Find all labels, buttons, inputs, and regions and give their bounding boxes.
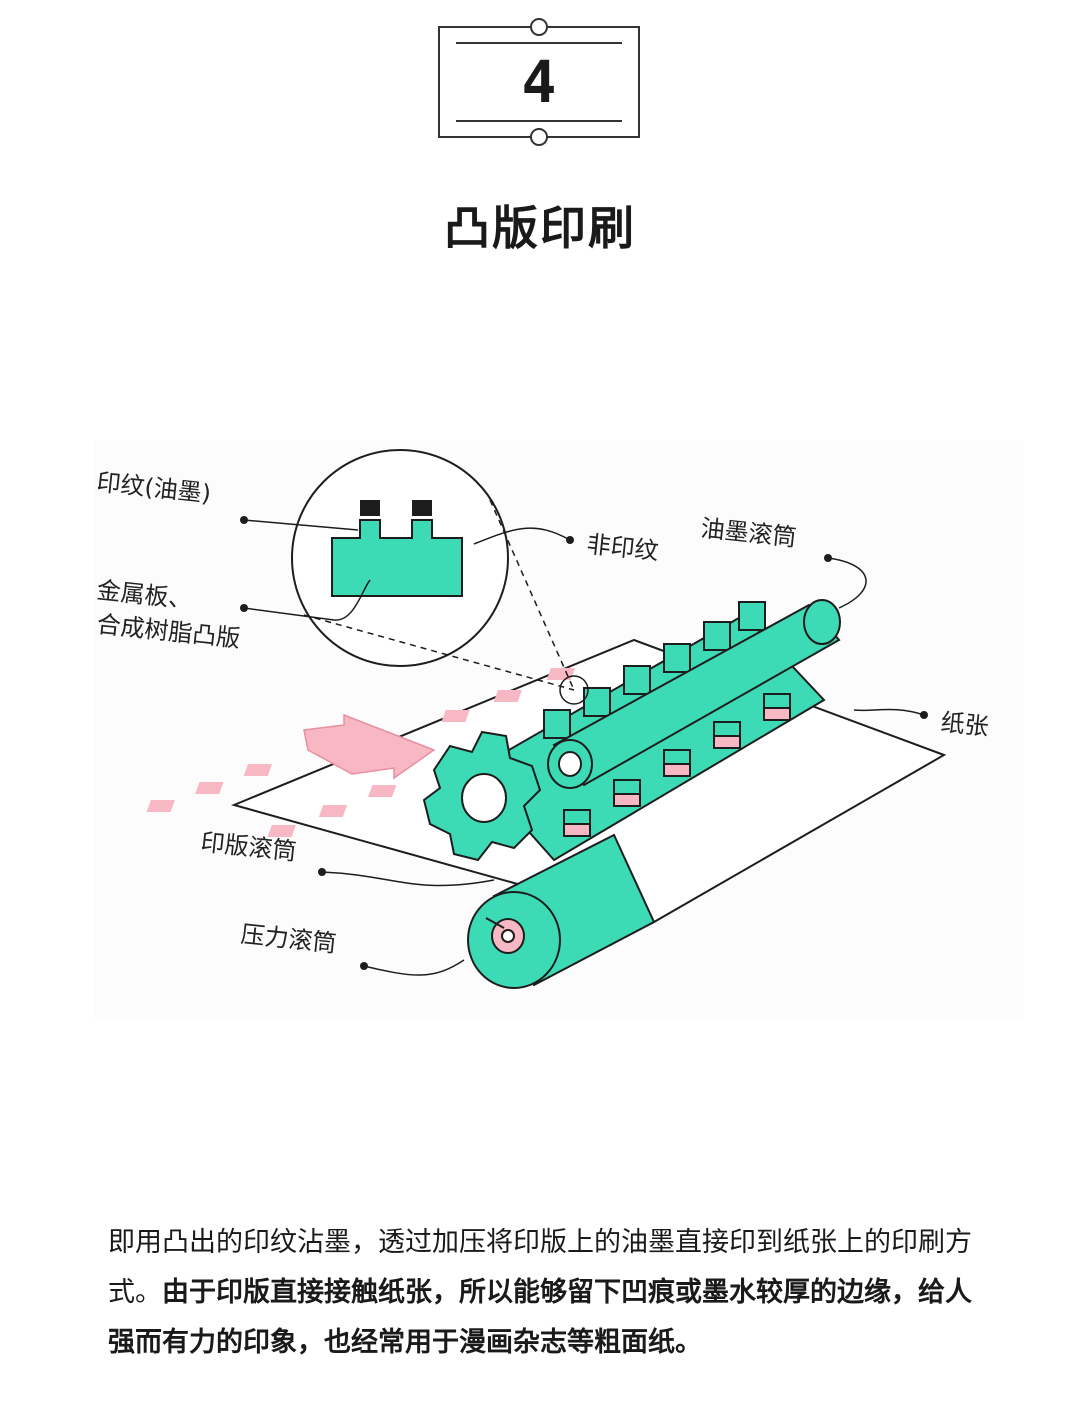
step-number-badge: 4 xyxy=(438,18,640,146)
label-plate-line1: 金属板、 xyxy=(95,576,193,614)
badge-top-line xyxy=(456,42,622,44)
diagram-svg: 印纹(油墨) 非印纹 油墨滚筒 金属板、 合成树脂凸版 纸张 印版滚筒 压力滚筒 xyxy=(95,449,990,989)
magnifier-detail xyxy=(291,449,589,705)
label-ink-pattern: 印纹(油墨) xyxy=(95,468,212,508)
description-text: 即用凸出的印纹沾墨，透过加压将印版上的油墨直接印到纸张上的印刷方式。由于印版直接… xyxy=(108,1218,988,1368)
ink-roller xyxy=(547,599,841,789)
description-part1: 即用凸出的印纹沾墨，透过加压将印版上的油墨直接印到纸张上的印刷方式。 xyxy=(108,1227,972,1308)
label-pressure-roller: 压力滚筒 xyxy=(239,920,337,958)
badge-bottom-notch xyxy=(530,128,548,146)
pressure-roller xyxy=(467,833,656,989)
letterpress-diagram: 印纹(油墨) 非印纹 油墨滚筒 金属板、 合成树脂凸版 纸张 印版滚筒 压力滚筒 xyxy=(94,440,1024,1020)
feed-direction-arrow xyxy=(303,713,436,780)
badge-top-notch xyxy=(530,18,548,36)
page-title: 凸版印刷 xyxy=(444,201,636,255)
label-paper: 纸张 xyxy=(939,708,990,741)
step-number: 4 xyxy=(521,48,557,116)
label-plate-line2: 合成树脂凸版 xyxy=(95,610,241,653)
badge-bottom-line xyxy=(456,120,622,122)
label-non-print: 非印纹 xyxy=(585,530,660,565)
label-ink-roller: 油墨滚筒 xyxy=(699,514,797,552)
description-part2: 由于印版直接接触纸张，所以能够留下凹痕或墨水较厚的边缘，给人强而有力的印象，也经… xyxy=(108,1277,972,1358)
printed-marks xyxy=(146,668,576,837)
